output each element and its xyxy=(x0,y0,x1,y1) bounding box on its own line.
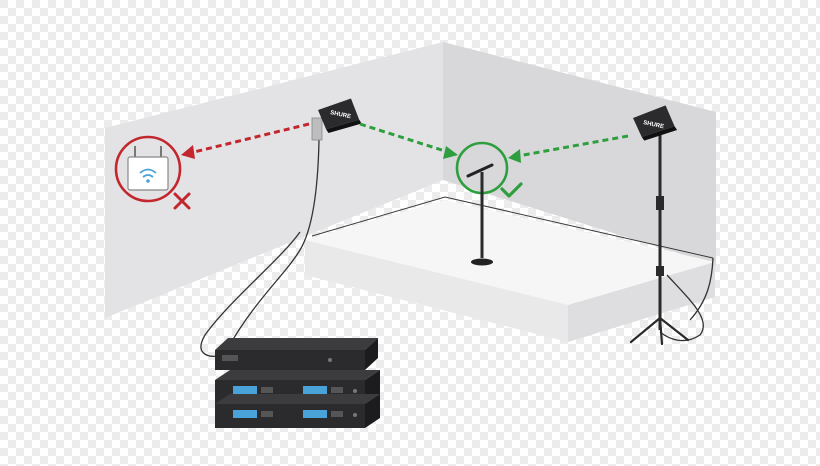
stage-side xyxy=(568,262,715,342)
x-mark-icon xyxy=(173,192,191,210)
antenna-right-stand: SHURE xyxy=(629,104,690,346)
good-signal-arrow-left xyxy=(359,122,458,159)
blocked-signal-arrow xyxy=(181,122,310,159)
stage-cable xyxy=(311,196,714,259)
stage-front xyxy=(305,240,568,342)
blocked-zone-ring xyxy=(114,135,182,203)
antenna-distribution-unit xyxy=(215,338,378,370)
antenna-left: SHURE xyxy=(311,97,363,141)
antenna-left-logo: SHURE xyxy=(330,110,352,120)
microphone-group xyxy=(455,141,523,266)
receiver-unit-bottom xyxy=(215,394,380,428)
antenna-right-logo: SHURE xyxy=(643,120,665,130)
antenna-cable-right xyxy=(659,274,705,342)
wifi-router-group xyxy=(114,135,191,210)
wifi-router-icon xyxy=(127,146,169,191)
back-wall xyxy=(105,42,443,318)
antenna-cable-left xyxy=(227,139,320,349)
antenna-cable-right-run xyxy=(689,257,714,321)
good-signal-arrow-right xyxy=(508,134,629,163)
stage-top xyxy=(305,200,715,305)
receiver-rack xyxy=(215,338,380,428)
side-wall xyxy=(443,42,716,265)
checkmark-icon xyxy=(500,182,523,198)
antenna-cable-left-loop xyxy=(200,231,301,358)
microphone-icon xyxy=(466,163,494,266)
